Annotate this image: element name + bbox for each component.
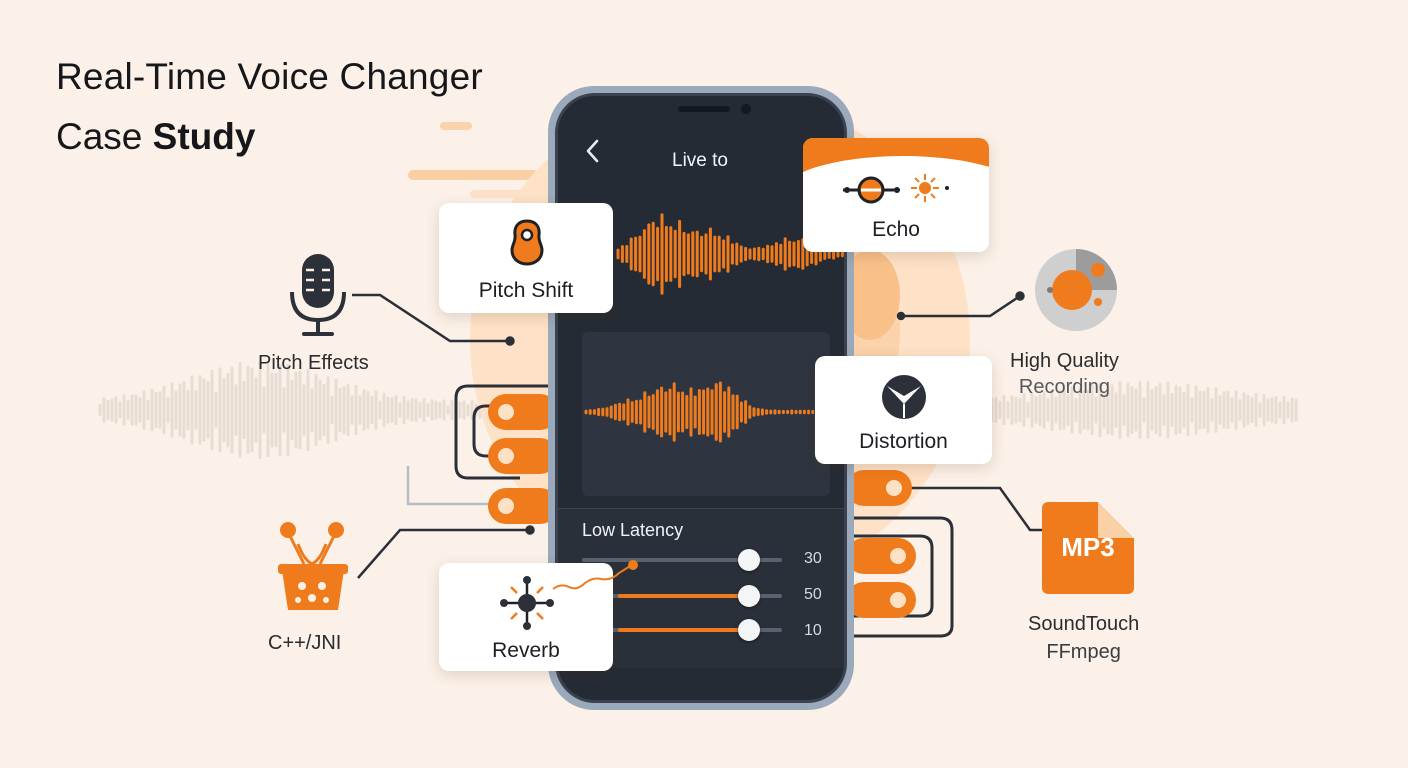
cpp-jni-label: C++/JNI bbox=[268, 632, 342, 654]
echo-label: Echo bbox=[872, 218, 920, 241]
reverb-card[interactable]: Reverb bbox=[439, 560, 638, 671]
slider-fill bbox=[618, 628, 746, 632]
mp3-label: MP3 bbox=[1061, 532, 1115, 562]
pitch-shift-label: Pitch Shift bbox=[478, 279, 574, 302]
toggle-pill[interactable] bbox=[488, 438, 558, 474]
slider-knob[interactable] bbox=[738, 549, 760, 571]
vinyl-disc-icon bbox=[1035, 249, 1117, 331]
high-quality-line1: High Quality bbox=[1010, 350, 1119, 372]
slider-value: 50 bbox=[804, 586, 822, 603]
slider-knob[interactable] bbox=[738, 619, 760, 641]
phone-header: Live to bbox=[558, 132, 844, 182]
divider bbox=[558, 508, 844, 509]
page-subtitle: Case Study bbox=[56, 116, 256, 157]
slider-fill bbox=[618, 594, 746, 598]
mp3-file-icon: MP3 bbox=[1042, 502, 1134, 594]
slider-value: 30 bbox=[804, 550, 822, 567]
reverb-nodes-icon bbox=[500, 576, 554, 630]
robot-basket-icon bbox=[278, 522, 348, 610]
echo-card[interactable]: Echo bbox=[803, 138, 989, 252]
toggle-knob bbox=[498, 448, 514, 464]
pitch-shift-card[interactable]: Pitch Shift bbox=[439, 203, 613, 313]
reverb-squiggle bbox=[552, 560, 638, 590]
pitch-effects-label: Pitch Effects bbox=[258, 352, 369, 374]
high-quality-line2: Recording bbox=[1018, 376, 1111, 398]
waveform-bottom bbox=[584, 381, 827, 443]
toggle-pill[interactable] bbox=[488, 394, 558, 430]
libs-label: SoundTouch FFmpeg bbox=[1028, 610, 1139, 666]
toggle-knob bbox=[498, 498, 514, 514]
decor-streak bbox=[408, 170, 538, 180]
toggle-pill[interactable] bbox=[488, 488, 558, 524]
voice-head-icon bbox=[510, 219, 544, 266]
phone-screen: Live to Low Latency 30 50 10 bbox=[555, 93, 847, 703]
reverb-label: Reverb bbox=[492, 639, 560, 662]
waveform-panel bbox=[582, 332, 830, 496]
chevron-left-icon[interactable] bbox=[584, 138, 600, 171]
soundtouch-label: SoundTouch bbox=[1028, 613, 1140, 635]
toggle-pill[interactable] bbox=[846, 582, 916, 618]
echo-waves-icon bbox=[843, 174, 949, 204]
high-quality-label: High Quality Recording bbox=[1010, 348, 1119, 400]
page-title: Real-Time Voice Changer bbox=[56, 56, 483, 97]
phone-title: Live to bbox=[672, 150, 728, 171]
phone-speaker bbox=[678, 106, 730, 112]
toggle-pill[interactable] bbox=[846, 538, 916, 574]
toggle-knob bbox=[890, 592, 906, 608]
microphone-icon bbox=[290, 254, 346, 336]
slider-knob[interactable] bbox=[738, 585, 760, 607]
distortion-label: Distortion bbox=[859, 430, 948, 453]
distortion-icon bbox=[882, 375, 926, 419]
ffmpeg-label: FFmpeg bbox=[1046, 641, 1121, 663]
toggle-knob bbox=[886, 480, 902, 496]
toggle-knob bbox=[890, 548, 906, 564]
slider-track[interactable] bbox=[582, 558, 782, 562]
decor-streak bbox=[470, 190, 550, 198]
latency-label: Low Latency bbox=[582, 520, 684, 540]
echo-card-curve bbox=[803, 156, 989, 216]
distortion-card[interactable]: Distortion bbox=[815, 356, 992, 464]
mp3-file-fold bbox=[1098, 502, 1134, 538]
slider-value: 10 bbox=[804, 622, 822, 639]
toggle-knob bbox=[498, 404, 514, 420]
decor-streak bbox=[440, 122, 472, 130]
toggle-pill[interactable] bbox=[846, 470, 912, 506]
phone-camera bbox=[741, 104, 751, 114]
